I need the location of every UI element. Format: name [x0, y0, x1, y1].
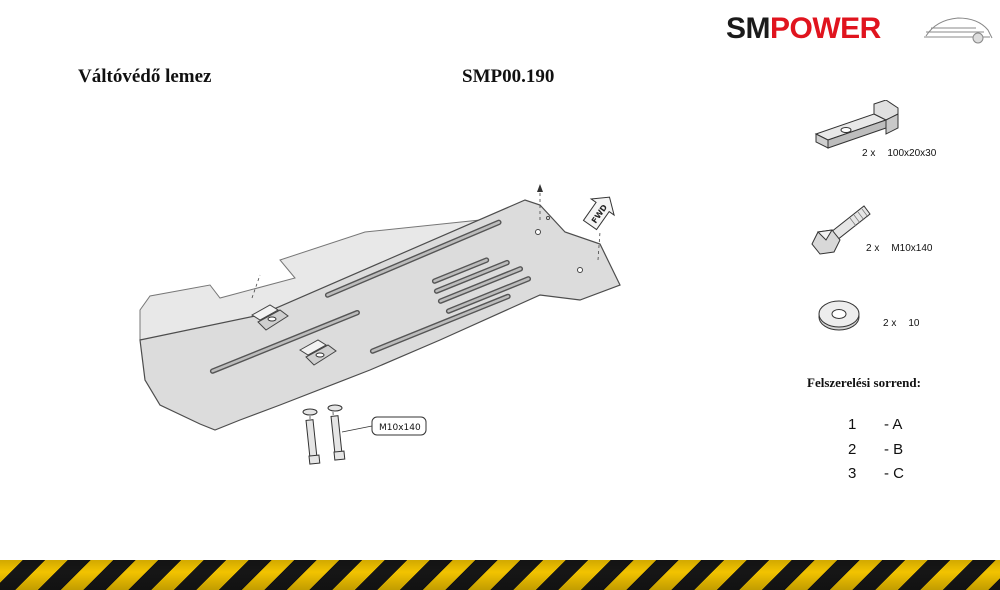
hazard-stripe-shade [0, 560, 1000, 590]
logo-part-sm: SM [726, 12, 771, 45]
forward-arrow-icon: FWD [582, 196, 615, 231]
car-silhouette-icon [924, 17, 993, 44]
skid-plate-diagram: FWD M10x140 [139, 184, 621, 465]
brand-logo: SMPOWER [726, 6, 994, 48]
bolt-callout-label: M10x140 [379, 423, 421, 433]
washer-icon [818, 300, 860, 331]
logo-part-power: POWER [770, 12, 881, 45]
assembly-step: 3- C [848, 465, 904, 482]
bracket-icon [814, 100, 899, 149]
bolt-callout [371, 416, 427, 436]
page-title: Váltóvédő lemez [78, 66, 212, 87]
hazard-stripe [0, 560, 1000, 590]
skid-plate [139, 199, 621, 431]
plate-bracket [251, 304, 289, 331]
plate-bracket [299, 339, 337, 366]
assembly-order-title: Felszerelési sorrend: [807, 375, 921, 390]
assembly-step: 2- B [848, 441, 904, 458]
bolt-icon [811, 205, 871, 255]
product-code: SMP00.190 [462, 66, 555, 87]
bolt-icon [302, 404, 346, 465]
assembly-step: 1- A [848, 416, 903, 433]
